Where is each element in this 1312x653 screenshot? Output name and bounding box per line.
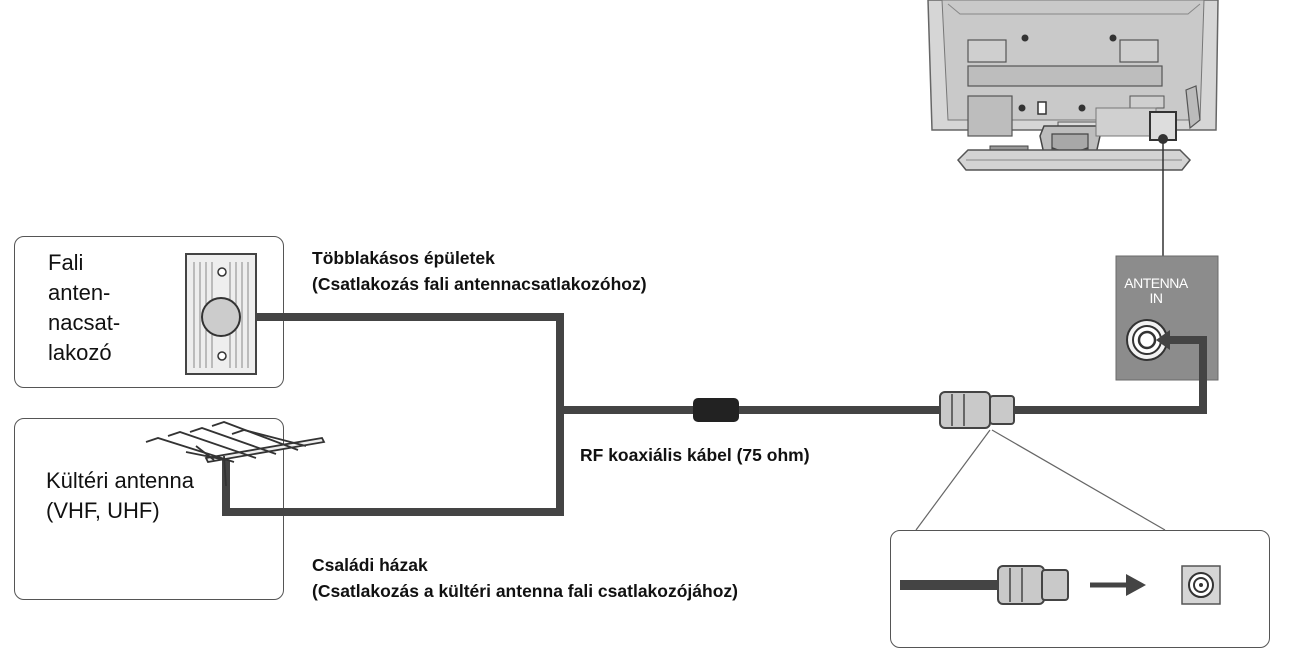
cable-caption: RF koaxiális kábel (75 ohm) [580, 445, 810, 465]
wall-socket-label: Fali anten- nacsat- lakozó [48, 248, 120, 368]
houses-caption: Családi házak (Csatlakozás a kültéri ant… [312, 552, 738, 604]
apartments-title: Többlakásos épületek [312, 248, 495, 268]
houses-subtitle: (Csatlakozás a kültéri antenna fali csat… [312, 581, 738, 601]
inset-connector-detail [900, 565, 1221, 605]
wall-socket-label-line-1: Fali [48, 250, 84, 275]
wall-socket-label-line-4: lakozó [48, 340, 112, 365]
outdoor-antenna-illustration [145, 421, 326, 487]
antenna-in-label: ANTENNA IN [1116, 276, 1196, 306]
antenna-in-label-line-1: ANTENNA [1124, 275, 1188, 291]
outdoor-antenna-label-line-2: (VHF, UHF) [46, 498, 160, 523]
outdoor-antenna-label-line-1: Kültéri antenna [46, 468, 194, 493]
cable-ferrite [693, 398, 739, 422]
houses-title: Családi házak [312, 555, 428, 575]
antenna-in-label-line-2: IN [1149, 290, 1164, 306]
wall-socket-label-line-2: anten- [48, 280, 111, 305]
apartments-caption: Többlakásos épületek (Csatlakozás fali a… [312, 245, 647, 297]
tv-back-illustration [927, 0, 1219, 171]
outdoor-antenna-label: Kültéri antenna (VHF, UHF) [46, 466, 194, 526]
apartments-subtitle: (Csatlakozás fali antennacsatlakozóhoz) [312, 274, 647, 294]
wall-socket-label-line-3: nacsat- [48, 310, 121, 335]
f-connector [939, 391, 1015, 429]
wall-socket-plate [185, 253, 257, 375]
